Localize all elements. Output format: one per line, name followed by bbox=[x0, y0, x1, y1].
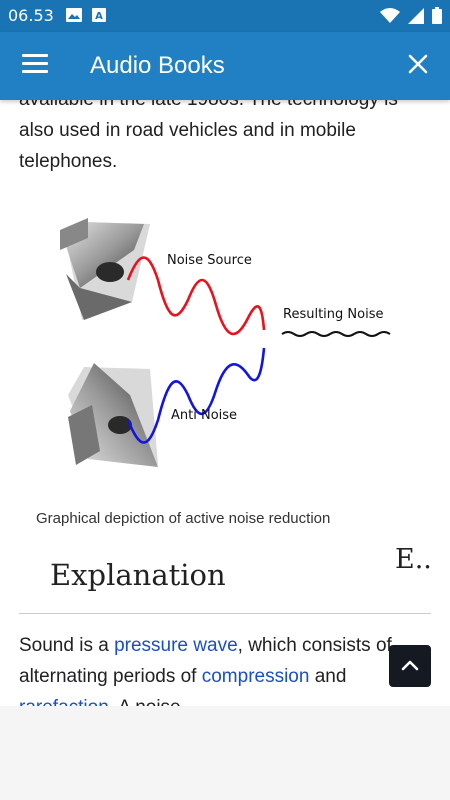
section-side-text: E.. bbox=[395, 544, 432, 575]
noise-reduction-figure: Noise Source Resulting Noise Anti Noise bbox=[40, 210, 410, 480]
status-notifications: A bbox=[66, 8, 106, 22]
app-title: Audio Books bbox=[90, 52, 225, 79]
figure-caption: Graphical depiction of active noise redu… bbox=[36, 510, 331, 527]
anti-noise-wave bbox=[126, 347, 266, 444]
status-system-icons bbox=[380, 7, 442, 24]
compression-link[interactable]: compression bbox=[201, 666, 310, 687]
status-bar: 06.53 A bbox=[0, 0, 450, 32]
explanation-paragraph: Sound is a pressure wave, which consists… bbox=[19, 630, 431, 706]
pressure-wave-link[interactable]: pressure wave bbox=[114, 635, 238, 656]
image-icon bbox=[66, 8, 82, 22]
app-bar: Audio Books bbox=[0, 32, 450, 100]
noise-wave bbox=[126, 256, 266, 336]
body-text: Sound is a bbox=[19, 635, 115, 656]
scroll-to-top-button[interactable] bbox=[389, 645, 431, 687]
body-text: and bbox=[309, 666, 347, 687]
body-text: . A noise bbox=[109, 697, 181, 706]
chevron-up-icon bbox=[401, 660, 419, 671]
svg-text:A: A bbox=[95, 11, 103, 22]
anti-noise-label: Anti Noise bbox=[171, 408, 237, 423]
noise-source-label: Noise Source bbox=[167, 253, 252, 268]
section-divider bbox=[19, 613, 431, 614]
resulting-noise-wave bbox=[281, 331, 391, 337]
a-letter-icon: A bbox=[92, 8, 106, 22]
status-time: 06.53 bbox=[8, 6, 54, 25]
body-text: , which consists of alternating periods … bbox=[19, 635, 392, 687]
close-icon bbox=[408, 54, 428, 74]
speaker-bottom-icon bbox=[68, 363, 158, 467]
rarefaction-link[interactable]: rarefaction bbox=[19, 697, 109, 706]
article-paragraph: available in the late 1980s. The technol… bbox=[19, 100, 398, 172]
article-content[interactable]: available in the late 1980s. The technol… bbox=[0, 100, 450, 706]
close-button[interactable] bbox=[406, 52, 430, 76]
menu-button[interactable] bbox=[22, 54, 48, 76]
noise-reduction-illustration: Noise Source Resulting Noise Anti Noise bbox=[60, 218, 391, 467]
battery-icon bbox=[432, 7, 442, 24]
wifi-icon bbox=[380, 7, 400, 23]
signal-icon bbox=[408, 7, 424, 24]
speaker-top-icon bbox=[60, 218, 150, 320]
section-heading: Explanation bbox=[50, 558, 226, 592]
bottom-panel bbox=[0, 706, 450, 800]
hamburger-menu-icon bbox=[22, 54, 48, 73]
resulting-noise-label: Resulting Noise bbox=[283, 307, 383, 322]
